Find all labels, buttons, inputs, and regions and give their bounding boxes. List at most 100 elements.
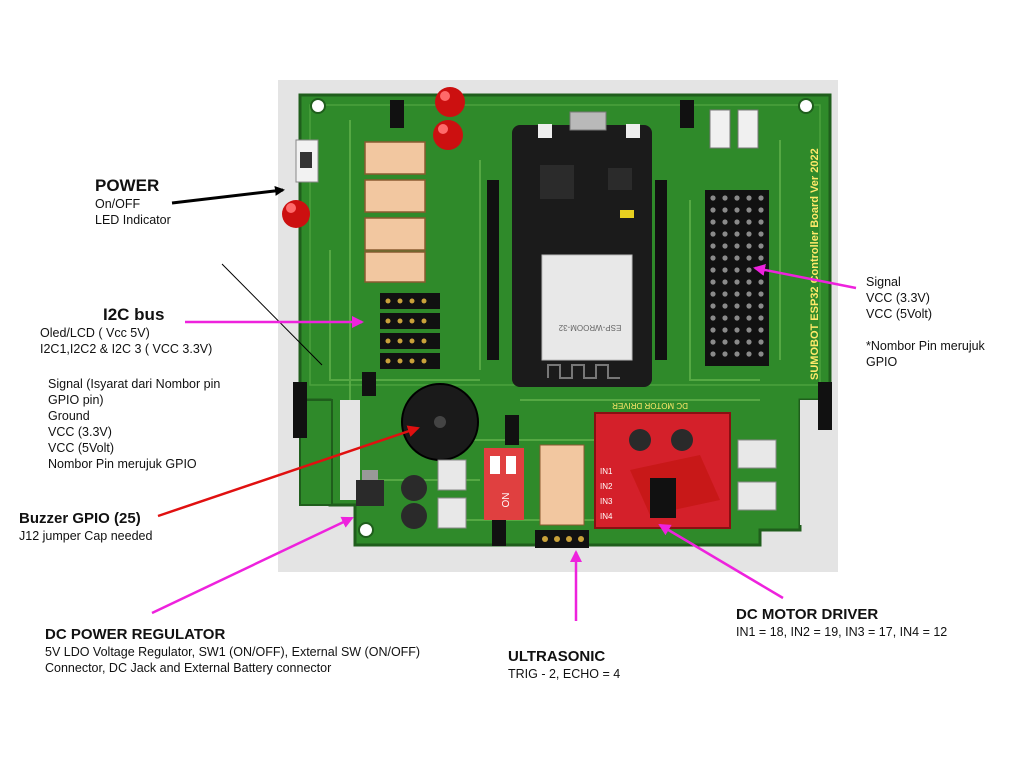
motor-driver-line-1: IN1 = 18, IN2 = 19, IN3 = 17, IN4 = 12 — [736, 625, 948, 639]
pin-desc-line-1: Signal (Isyarat dari Nombor pin — [48, 377, 221, 391]
gpio-pin — [758, 315, 764, 321]
gpio-pin — [758, 219, 764, 225]
motor-pin-in4: IN4 — [600, 512, 613, 521]
gpio-pin — [710, 279, 716, 285]
gpio-pin — [734, 351, 740, 357]
gpio-pin — [734, 255, 740, 261]
motor-pin-in3: IN3 — [600, 497, 613, 506]
gpio-pin — [734, 279, 740, 285]
motor-driver-annotation: DC MOTOR DRIVER IN1 = 18, IN2 = 19, IN3 … — [736, 606, 947, 640]
gpio-pin — [734, 315, 740, 321]
ultrasonic-connector-housing — [539, 444, 585, 526]
i2c-line-2: I2C1,I2C2 & I2C 3 ( VCC 3.3V) — [40, 342, 213, 356]
gpio-pin — [722, 219, 728, 225]
gpio-pin — [758, 279, 764, 285]
signal-annotation: Signal VCC (3.3V) VCC (5Volt) *Nombor Pi… — [866, 274, 985, 370]
gpio-pin — [758, 303, 764, 309]
gpio-pin — [746, 315, 752, 321]
signal-line-2: VCC (3.3V) — [866, 291, 930, 305]
gpio-pin — [722, 195, 728, 201]
gpio-pin — [746, 207, 752, 213]
pin-description-annotation: Signal (Isyarat dari Nombor pin GPIO pin… — [48, 376, 220, 472]
gpio-pin — [734, 339, 740, 345]
gpio-pin — [710, 195, 716, 201]
gpio-pin — [722, 231, 728, 237]
signal-line-5: *Nombor Pin merujuk — [866, 339, 985, 353]
gpio-pin — [722, 339, 728, 345]
gpio-pin — [722, 255, 728, 261]
gpio-pin — [722, 279, 728, 285]
gpio-pin — [710, 315, 716, 321]
ultrasonic-annotation: ULTRASONIC TRIG - 2, ECHO = 4 — [508, 648, 620, 682]
gpio-pin — [710, 303, 716, 309]
buzzer-title: Buzzer GPIO (25) — [19, 510, 141, 527]
gpio-pin — [710, 327, 716, 333]
i2c-line-1: Oled/LCD ( Vcc 5V) — [40, 326, 150, 340]
motor-driver-board: DC MOTOR DRIVER IN1 IN2 IN3 IN4 — [594, 401, 731, 529]
gpio-pin — [722, 291, 728, 297]
pin-desc-line-2: GPIO pin) — [48, 393, 104, 407]
gpio-pin — [746, 267, 752, 273]
board-title-silkscreen: SUMOBOT ESP32 Controller Board Ver 2022 — [809, 148, 821, 380]
push-button-s1 — [709, 109, 731, 149]
gpio-pin — [710, 339, 716, 345]
gpio-pin — [734, 231, 740, 237]
gpio-pin — [722, 351, 728, 357]
gpio-pin — [734, 195, 740, 201]
gpio-pin — [758, 243, 764, 249]
gpio-pin — [746, 231, 752, 237]
voltage-regulator — [356, 480, 384, 506]
buzzer-line-1: J12 jumper Cap needed — [19, 529, 153, 543]
gpio-pin — [722, 303, 728, 309]
gpio-pin — [710, 255, 716, 261]
regulator-line-1: 5V LDO Voltage Regulator, SW1 (ON/OFF), … — [45, 645, 421, 659]
esp32-module-label: ESP-WROOM-32 — [558, 323, 621, 332]
arrow-regulator — [151, 516, 354, 615]
gpio-pin — [758, 339, 764, 345]
pin-desc-line-3: Ground — [48, 409, 90, 423]
gpio-pin — [734, 267, 740, 273]
gpio-pin — [746, 291, 752, 297]
gpio-pin — [758, 351, 764, 357]
gpio-pin — [722, 267, 728, 273]
motor-pin-in1: IN1 — [600, 467, 613, 476]
esp32-module: ESP-WROOM-32 — [512, 111, 652, 387]
regulator-title: DC POWER REGULATOR — [45, 626, 226, 643]
signal-line-3: VCC (5Volt) — [866, 307, 932, 321]
arrow-power — [171, 185, 285, 205]
arrow-signal — [753, 264, 857, 290]
ultrasonic-header — [535, 530, 589, 548]
regulator-annotation: DC POWER REGULATOR 5V LDO Voltage Regula… — [45, 626, 420, 676]
signal-line-4 — [866, 322, 985, 338]
gpio-pin — [746, 195, 752, 201]
gpio-pin — [746, 351, 752, 357]
power-line-1: On/OFF — [95, 197, 141, 211]
gpio-pin — [734, 327, 740, 333]
servo-connectors — [364, 141, 426, 283]
arrow-motor — [658, 523, 784, 600]
motor-pin-in2: IN2 — [600, 482, 613, 491]
signal-line-6: GPIO — [866, 355, 898, 369]
i2c-annotation: I2C bus Oled/LCD ( Vcc 5V) I2C1,I2C2 & I… — [40, 305, 212, 357]
gpio-pin — [746, 219, 752, 225]
gpio-pin — [734, 219, 740, 225]
push-button-s2 — [737, 109, 759, 149]
motor-section-silkscreen: DC MOTOR DRIVER — [612, 401, 688, 410]
gpio-pin — [734, 243, 740, 249]
power-line-2: LED Indicator — [95, 213, 171, 227]
gpio-pin — [722, 327, 728, 333]
gpio-pin — [758, 195, 764, 201]
gpio-pin — [758, 327, 764, 333]
gpio-pin — [722, 243, 728, 249]
gpio-pin — [710, 231, 716, 237]
gpio-pin — [734, 207, 740, 213]
arrow-thin-diagonal — [221, 263, 323, 366]
gpio-pin — [734, 291, 740, 297]
gpio-pin — [710, 267, 716, 273]
gpio-pin — [710, 351, 716, 357]
power-title: POWER — [95, 176, 160, 195]
buzzer-annotation: Buzzer GPIO (25) J12 jumper Cap needed — [19, 510, 152, 544]
gpio-pin-grid — [705, 190, 769, 366]
